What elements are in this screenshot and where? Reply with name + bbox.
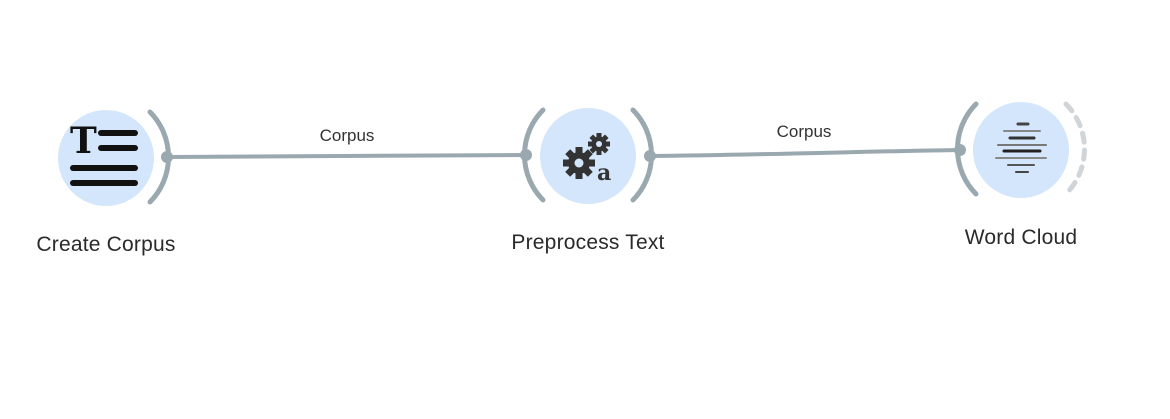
output-anchor[interactable] [644,150,656,162]
svg-text:T: T [70,120,97,162]
link-label-corpus-2: Corpus [776,122,832,141]
text-lines-icon: T [70,120,138,186]
node-title-create-corpus[interactable]: Create Corpus [36,233,176,256]
gears-a-icon: a [563,133,611,186]
link-preprocess-to-word-cloud[interactable] [648,148,962,158]
node-title-preprocess-text[interactable]: Preprocess Text [511,231,665,254]
node-word-cloud[interactable] [954,101,1087,198]
node-preprocess-text[interactable]: a [520,107,656,204]
svg-text:a: a [597,160,611,186]
output-channel-arc-inactive [1063,101,1087,197]
output-anchor[interactable] [161,151,173,163]
link-create-corpus-to-preprocess[interactable] [165,153,528,159]
word-cloud-icon [995,122,1047,173]
node-title-word-cloud[interactable]: Word Cloud [964,226,1078,249]
link-label-corpus-1: Corpus [319,126,375,145]
input-anchor[interactable] [954,144,966,156]
node-create-corpus[interactable]: T [58,109,173,206]
input-anchor[interactable] [520,149,532,161]
